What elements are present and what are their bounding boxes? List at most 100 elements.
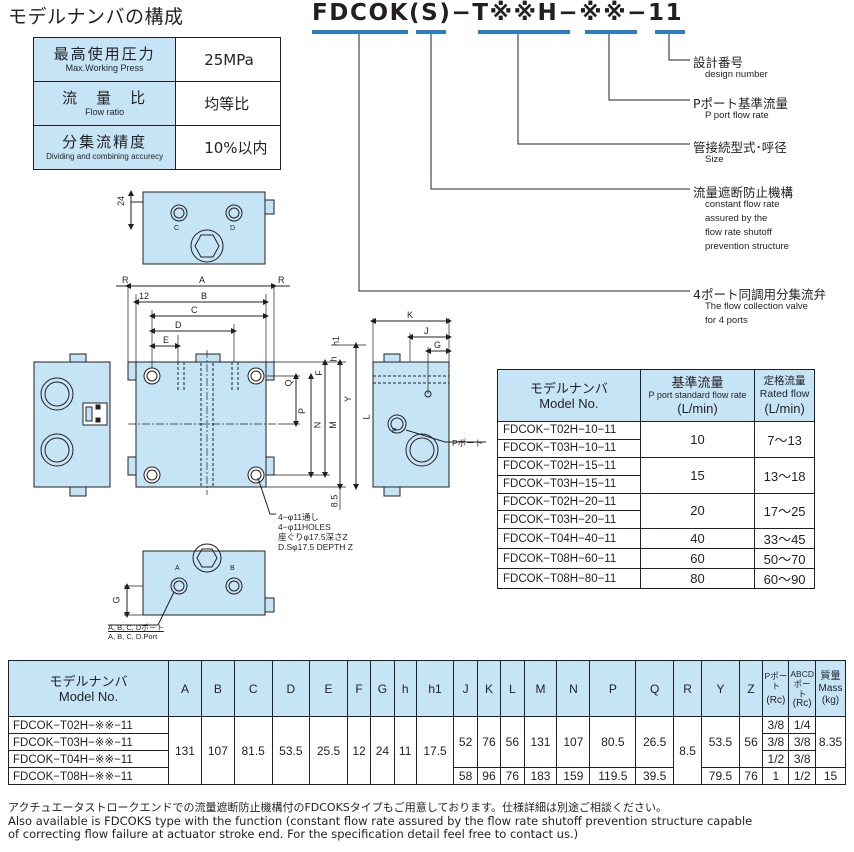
footer-note-en: Also available is FDCOKS type with the f… bbox=[8, 813, 753, 828]
dim-th-a: A bbox=[168, 660, 202, 717]
dimension-table: モデルナンバ Model No. A B C D E F G h h1 J K … bbox=[8, 660, 846, 785]
callout-pport-flow-en: P port flow rate bbox=[705, 110, 769, 121]
page-title: モデルナンバの構成 bbox=[8, 6, 184, 28]
flow-th-base-unit: (L/min) bbox=[677, 401, 718, 416]
dim-cell-q: 26.5 bbox=[635, 716, 674, 768]
spec-label-jp: 最高使用圧力 bbox=[53, 44, 156, 63]
dim-f: F bbox=[313, 370, 324, 376]
flow-base-cell: 60 bbox=[639, 548, 756, 570]
code-underline-design bbox=[655, 30, 685, 34]
spec-label-en: Dividing and combining accurecy bbox=[46, 151, 164, 161]
holes-note: 4−φ11通し 4−φ11HOLES 座ぐりφ17.5深さZ D.Sφ17.5 … bbox=[278, 512, 353, 552]
dim-p: P bbox=[297, 407, 308, 415]
flow-model-cell: FDCOK−T08H−80−11 bbox=[497, 568, 641, 590]
dim-th-q: Q bbox=[635, 660, 674, 717]
dim-m: M bbox=[327, 421, 338, 429]
holes-note-line: 4−φ11HOLES bbox=[278, 522, 331, 532]
flow-th-rated-unit: (L/min) bbox=[764, 401, 805, 416]
callout-size-en: Size bbox=[705, 154, 724, 165]
dim-th-g: G bbox=[370, 660, 395, 717]
flow-base-cell: 20 bbox=[639, 492, 756, 530]
dim-th-h1: h1 bbox=[415, 660, 455, 717]
flow-base-cell: 80 bbox=[639, 568, 756, 590]
dim-a: A bbox=[199, 275, 206, 285]
callout-valve-en: The flow collection valve for 4 ports bbox=[705, 301, 808, 326]
holes-note-line: 座ぐりφ17.5深さZ bbox=[278, 532, 348, 542]
dim-l: L bbox=[361, 414, 372, 420]
flow-model-cell: FDCOK−T08H−60−11 bbox=[497, 548, 641, 570]
dim-model-cell: FDCOK−T04H−※※−11 bbox=[8, 750, 169, 768]
spec-label: 流 量 比 Flow ratio bbox=[32, 81, 177, 126]
dim-cell-m: 183 bbox=[523, 767, 558, 785]
dim-th-pport-label: Pポート bbox=[764, 671, 788, 691]
abcd-port-note: A, B, C, Dポート A, B, C, D.Port bbox=[108, 623, 164, 641]
dim-y: Y bbox=[343, 395, 354, 403]
flow-table-header: モデルナンバ Model No. 基準流量 P port standard fl… bbox=[497, 369, 815, 422]
dim-th-p: P bbox=[589, 660, 637, 717]
port-label-d: D bbox=[230, 225, 236, 232]
dim-r-right: R bbox=[278, 275, 285, 285]
top-view bbox=[128, 190, 275, 265]
dim-th-mass-jp: 質量 bbox=[820, 670, 841, 682]
dim-th-pport-rc: (Rc) bbox=[766, 695, 786, 706]
dim-th-h: h bbox=[393, 660, 417, 717]
dim-th-abcd-label: ABCD bbox=[790, 668, 814, 679]
dim-b: B bbox=[201, 291, 208, 301]
dim-th-j: J bbox=[453, 660, 478, 717]
dim-th-model-jp: モデルナンバ bbox=[49, 673, 128, 689]
port-label-p: P bbox=[392, 428, 397, 435]
port-label-b: B bbox=[230, 565, 235, 572]
holes-note-line: D.Sφ17.5 DEPTH Z bbox=[278, 542, 353, 552]
table-row: FDCOK−T04H−40−11 40 33〜45 bbox=[497, 528, 815, 550]
dim-cell-n: 107 bbox=[556, 716, 591, 768]
dim-th-mass: 質量 Mass (kg) bbox=[815, 660, 846, 717]
dim-model-cell: FDCOK−T02H−※※−11 bbox=[8, 716, 169, 734]
dim-table-header: モデルナンバ Model No. A B C D E F G h h1 J K … bbox=[8, 660, 846, 717]
flow-th-rated-en: Rated flow bbox=[759, 388, 810, 400]
dim-th-r: R bbox=[672, 660, 703, 717]
flow-rated-cell: 17〜25 bbox=[754, 492, 815, 530]
flow-model-cell: FDCOK−T02H−20−11 bbox=[497, 492, 641, 512]
dim-cell-m: 131 bbox=[523, 716, 558, 768]
dim-cell-pport: 3/8 bbox=[762, 733, 790, 751]
dim-n: N bbox=[312, 421, 323, 429]
flow-th-model-en: Model No. bbox=[539, 395, 599, 411]
callout-pport-flow-jp: Pポート基準流量 bbox=[693, 96, 789, 111]
port-label-a: A bbox=[175, 565, 180, 572]
dim-e: E bbox=[163, 335, 170, 345]
flow-base-cell: 15 bbox=[639, 456, 756, 494]
flow-rated-cell: 7〜13 bbox=[754, 421, 815, 458]
dim-th-pport: Pポート (Rc) bbox=[762, 660, 790, 717]
spec-value: 10%以内 bbox=[175, 125, 281, 170]
dim-cell-r: 8.5 bbox=[672, 716, 703, 785]
table-row: FDCOK−T02H−20−11 20 17〜25 bbox=[497, 492, 815, 530]
right-side-view bbox=[370, 318, 486, 497]
dim-r-left: R bbox=[122, 275, 129, 285]
dim-th-mass-en: Mass bbox=[818, 682, 843, 694]
code-underline-s bbox=[416, 30, 446, 34]
dim-cell-abcd: 1/2 bbox=[788, 767, 816, 785]
flow-model-cell: FDCOK−T03H−10−11 bbox=[497, 438, 641, 458]
table-row: FDCOK−T08H−※※−11 58 96 76 183 159 119.5 … bbox=[8, 767, 846, 785]
table-row: FDCOK−T02H−※※−11 131 107 81.5 53.5 25.5 … bbox=[8, 716, 846, 785]
dim-k: K bbox=[407, 310, 414, 320]
flow-rated-cell: 60〜90 bbox=[754, 568, 815, 590]
dim-th-abcd-rc: (Rc) bbox=[792, 697, 812, 709]
dim-th-m: M bbox=[523, 660, 558, 717]
dim-th-z: Z bbox=[738, 660, 764, 717]
dim-cell-pport: 3/8 bbox=[762, 716, 790, 734]
dim-cell-y: 79.5 bbox=[701, 767, 740, 785]
flow-rated-cell: 33〜45 bbox=[754, 528, 815, 550]
dim-24: 24 bbox=[116, 195, 127, 207]
dim-cell-z: 56 bbox=[738, 716, 764, 768]
dim-h1: h1 bbox=[331, 335, 342, 347]
model-code: FDCOK(S)−T※※H−※※−11 bbox=[312, 0, 684, 26]
dim-th-k: K bbox=[476, 660, 502, 717]
dim-h: h bbox=[328, 356, 339, 362]
dim-th-l: L bbox=[500, 660, 525, 717]
spec-row: 流 量 比 Flow ratio 均等比 bbox=[32, 81, 281, 126]
flow-rate-table: モデルナンバ Model No. 基準流量 P port standard fl… bbox=[497, 369, 815, 590]
code-underline-size bbox=[478, 30, 570, 34]
footer-note-en: of correcting flow failure at actuator s… bbox=[8, 827, 579, 841]
dim-th-b: B bbox=[200, 660, 235, 717]
